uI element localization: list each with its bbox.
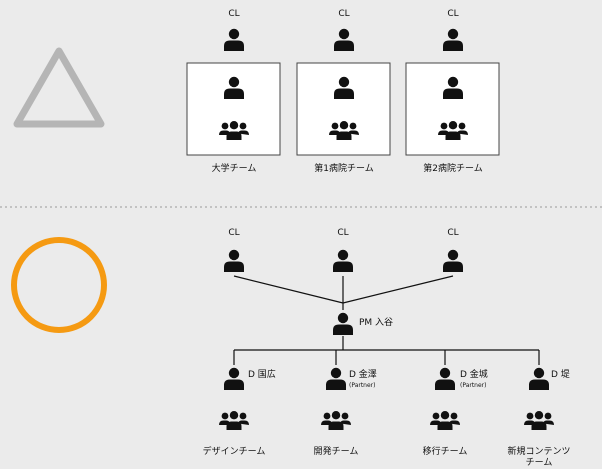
director-person-icon [435, 367, 455, 390]
cl-label: CL [337, 228, 349, 238]
team-name: 開発チーム [313, 447, 359, 457]
team-group-icon [321, 411, 351, 430]
cl-person-icon [224, 249, 244, 272]
cl-label: CL [228, 9, 240, 19]
cl-label: CL [447, 228, 459, 238]
team-box [405, 62, 500, 156]
cl-person-icon [443, 28, 463, 51]
director-person-icon [529, 367, 549, 390]
cl-label: CL [338, 9, 350, 19]
team-name: 新規コンテンツ チーム [507, 447, 571, 468]
team-group-icon [524, 411, 554, 430]
team-name: 移行チーム [422, 447, 468, 457]
director-label: D 金城 [460, 370, 488, 380]
triangle-marker [13, 47, 105, 128]
team-name: デザインチーム [202, 447, 266, 457]
team-box [296, 62, 391, 156]
director-label: D 堤 [551, 370, 570, 380]
director-person-icon [326, 367, 346, 390]
circle-marker [11, 237, 107, 333]
team-box [186, 62, 281, 156]
pm-label: PM 入谷 [359, 318, 394, 328]
team-name: 大学チーム [211, 164, 257, 174]
director-label: D 国広 [248, 370, 276, 380]
team-group-icon [430, 411, 460, 430]
director-label: D 金澤 [349, 370, 377, 380]
cl-person-icon [334, 28, 354, 51]
team-name: 第2病院チーム [423, 164, 483, 174]
director-partner-note: (Partner) [460, 382, 487, 389]
cl-person-icon [443, 249, 463, 272]
cl-person-icon [224, 28, 244, 51]
org-connectors [233, 275, 540, 365]
pm-person-icon [333, 312, 353, 335]
cl-person-icon [333, 249, 353, 272]
director-person-icon [224, 367, 244, 390]
director-partner-note: (Partner) [349, 382, 376, 389]
cl-label: CL [228, 228, 240, 238]
team-name: 第1病院チーム [314, 164, 374, 174]
team-group-icon [219, 411, 249, 430]
cl-label: CL [447, 9, 459, 19]
